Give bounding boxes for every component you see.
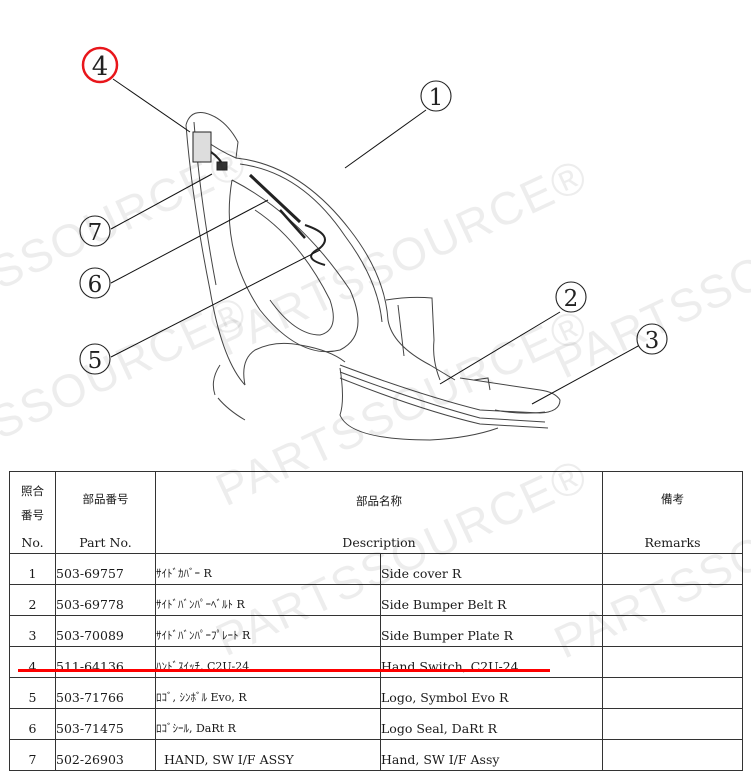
table-row[interactable]: 7 502-26903 HAND, SW I/F ASSY Hand, SW I… [9, 739, 744, 771]
cell-desc-jp: ﾛｺﾞ, ｼﾝﾎﾞﾙ Evo, R [155, 677, 381, 709]
svg-text:3: 3 [645, 328, 660, 354]
callout-4[interactable]: 4 [81, 46, 119, 84]
table-row-highlighted[interactable]: 4 511-64136 ﾊﾝﾄﾞｽｲｯﾁ, C2U-24 Hand Switch… [9, 646, 744, 678]
cell-remarks [602, 739, 744, 771]
svg-text:4: 4 [92, 52, 109, 82]
header-remarks-en: Remarks [644, 535, 701, 550]
cell-remarks [602, 615, 744, 647]
header-no-jp-line2: 番号 [21, 508, 44, 522]
svg-text:2: 2 [564, 286, 579, 312]
cell-part-no: 502-26903 [55, 739, 156, 771]
callout-2[interactable]: 2 [555, 281, 587, 313]
cell-desc-jp: ｻｲﾄﾞｶﾊﾞｰ R [155, 553, 381, 585]
cell-part-no: 511-64136 [55, 646, 156, 678]
cell-remarks [602, 646, 744, 678]
cell-desc-en: Logo Seal, DaRt R [379, 708, 604, 740]
header-remarks-jp: 備考 [661, 492, 685, 506]
cell-no: 4 [9, 646, 56, 678]
cell-desc-jp: ﾛｺﾞｼｰﾙ, DaRt R [155, 708, 381, 740]
header-desc-jp: 部品名称 [356, 494, 402, 508]
cell-desc-jp: ｻｲﾄﾞﾊﾞﾝﾊﾟｰﾍﾞﾙﾄ R [155, 584, 381, 616]
svg-text:5: 5 [88, 348, 103, 374]
svg-text:6: 6 [88, 272, 103, 298]
cell-desc-en: Logo, Symbol Evo R [379, 677, 604, 709]
cell-desc-en: Side Bumper Belt R [379, 584, 604, 616]
callout-3[interactable]: 3 [636, 323, 668, 355]
table-row[interactable]: 2 503-69778 ｻｲﾄﾞﾊﾞﾝﾊﾟｰﾍﾞﾙﾄ R Side Bumper… [9, 584, 744, 616]
header-description: 部品名称 Description [154, 471, 604, 554]
callout-7[interactable]: 7 [79, 215, 111, 247]
cell-desc-en: Hand Switch, C2U-24 [379, 646, 604, 678]
parts-table: 照合 番号 No. 部品番号 Part No. 部品名称 Description… [9, 471, 744, 771]
header-part-en: Part No. [79, 535, 132, 550]
table-header-row: 照合 番号 No. 部品番号 Part No. 部品名称 Description… [9, 471, 744, 554]
callout-5[interactable]: 5 [79, 343, 111, 375]
cell-remarks [602, 584, 744, 616]
cell-no: 6 [9, 708, 56, 740]
header-part-jp: 部品番号 [82, 492, 129, 506]
cell-desc-en: Side cover R [379, 553, 604, 585]
header-no-en: No. [21, 535, 44, 550]
cell-no: 7 [9, 739, 56, 771]
table-row[interactable]: 1 503-69757 ｻｲﾄﾞｶﾊﾞｰ R Side cover R [9, 553, 744, 585]
header-no-jp-line1: 照合 [21, 484, 44, 498]
cell-part-no: 503-69757 [55, 553, 156, 585]
cell-desc-jp: HAND, SW I/F ASSY [155, 739, 381, 771]
cell-remarks [602, 677, 744, 709]
header-remarks: 備考 Remarks [602, 471, 744, 554]
table-row[interactable]: 5 503-71766 ﾛｺﾞ, ｼﾝﾎﾞﾙ Evo, R Logo, Symb… [9, 677, 744, 709]
svg-text:1: 1 [429, 85, 444, 111]
cell-remarks [602, 553, 744, 585]
side-cover-outline [185, 112, 561, 441]
table-row[interactable]: 3 503-70089 ｻｲﾄﾞﾊﾞﾝﾊﾟｰﾌﾟﾚｰﾄ R Side Bumpe… [9, 615, 744, 647]
cell-no: 2 [9, 584, 56, 616]
cell-desc-en: Hand, SW I/F Assy [379, 739, 604, 771]
cell-desc-jp: ﾊﾝﾄﾞｽｲｯﾁ, C2U-24 [155, 646, 381, 678]
callout-6[interactable]: 6 [79, 267, 111, 299]
cell-no: 5 [9, 677, 56, 709]
highlight-underline [18, 669, 550, 672]
header-no: 照合 番号 No. [9, 471, 56, 554]
cell-desc-en: Side Bumper Plate R [379, 615, 604, 647]
header-part-no: 部品番号 Part No. [55, 471, 156, 554]
cell-remarks [602, 708, 744, 740]
header-desc-en: Description [342, 535, 416, 550]
cell-part-no: 503-71475 [55, 708, 156, 740]
exploded-parts-diagram: 4 1 7 6 5 2 3 [79, 46, 668, 441]
cell-part-no: 503-71766 [55, 677, 156, 709]
cell-no: 3 [9, 615, 56, 647]
cell-no: 1 [9, 553, 56, 585]
callout-1[interactable]: 1 [420, 80, 452, 112]
cell-part-no: 503-69778 [55, 584, 156, 616]
svg-text:7: 7 [88, 220, 103, 246]
cell-desc-jp: ｻｲﾄﾞﾊﾞﾝﾊﾟｰﾌﾟﾚｰﾄ R [155, 615, 381, 647]
cell-part-no: 503-70089 [55, 615, 156, 647]
leader-lines [110, 78, 641, 405]
table-row[interactable]: 6 503-71475 ﾛｺﾞｼｰﾙ, DaRt R Logo Seal, Da… [9, 708, 744, 740]
